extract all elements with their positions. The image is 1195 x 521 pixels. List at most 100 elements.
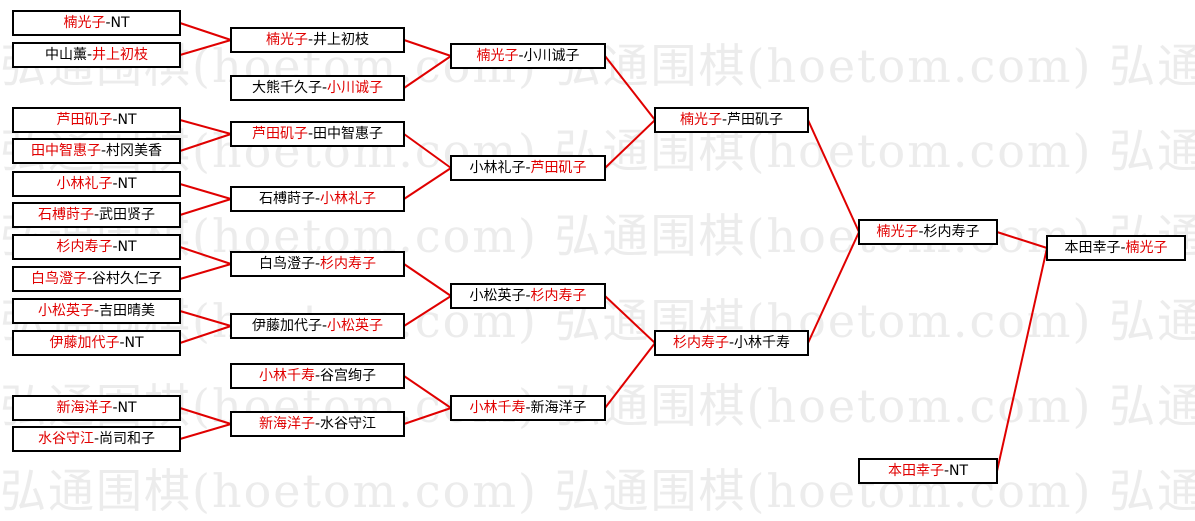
player-b: 吉田晴美 — [99, 303, 156, 319]
player-b: 小林千寿 — [734, 335, 791, 351]
player-b: 杉内寿子 — [320, 256, 377, 272]
match-separator: - — [525, 288, 531, 304]
match-separator: - — [307, 126, 314, 142]
player-a: 小林礼子 — [56, 176, 113, 192]
match-separator: - — [1120, 240, 1126, 256]
connector — [403, 263, 452, 297]
player-a: 新海洋子 — [56, 400, 113, 416]
player-a: 白鸟澄子 — [258, 256, 315, 272]
connector — [807, 119, 860, 233]
match-separator: - — [314, 191, 321, 207]
connector — [179, 119, 232, 135]
match-r4-1: 楠光子-芦田矶子 — [654, 107, 809, 133]
connector — [403, 167, 452, 200]
player-b: 谷宫绚子 — [320, 368, 377, 384]
match-r4-2: 杉内寿子-小林千寿 — [654, 330, 809, 356]
player-a: 大熊千久子 — [251, 80, 322, 96]
player-b: 芦田矶子 — [530, 160, 587, 176]
player-a: 小松英子 — [37, 303, 94, 319]
connector — [807, 231, 860, 344]
match-r3-2: 小林礼子-芦田矶子 — [450, 155, 606, 181]
match-separator: - — [93, 303, 100, 319]
connector — [179, 183, 232, 200]
player-a: 本田幸子 — [887, 463, 944, 479]
connector — [604, 119, 656, 169]
bracket-lines — [179, 22, 1048, 472]
player-b: NT — [117, 400, 137, 416]
player-b: 芦田矶子 — [727, 112, 784, 128]
match-r1-6: 石榑莳子-武田贤子 — [12, 202, 181, 228]
connector — [403, 39, 452, 57]
connector — [179, 198, 232, 216]
match-r2-3: 芦田矶子-田中智惠子 — [230, 121, 405, 147]
player-a: 小林千寿 — [469, 400, 526, 416]
player-b: NT — [110, 15, 130, 31]
connector — [179, 407, 232, 425]
player-b: 谷村久仁子 — [92, 271, 163, 287]
player-a: 田中智惠子 — [30, 143, 101, 159]
connector — [179, 246, 232, 265]
player-a: 本田幸子 — [1064, 240, 1121, 256]
match-r3-3: 小松英子-杉内寿子 — [450, 283, 606, 309]
match-separator: - — [100, 143, 107, 159]
player-a: 楠光子 — [63, 15, 106, 31]
match-separator: - — [86, 271, 93, 287]
connector — [604, 295, 656, 344]
match-separator: - — [93, 431, 100, 447]
connector — [403, 375, 452, 409]
match-separator: - — [525, 160, 531, 176]
match-r1-10: 伊藤加代子-NT — [12, 330, 181, 356]
player-a: 中山薰 — [44, 47, 87, 63]
connector — [996, 231, 1048, 249]
match-separator: - — [314, 256, 321, 272]
player-b: NT — [124, 335, 144, 351]
player-a: 小林礼子 — [469, 160, 526, 176]
connector — [403, 407, 452, 425]
match-r1-12: 水谷守江-尚司和子 — [12, 426, 181, 452]
match-separator: - — [943, 463, 950, 479]
connector — [179, 133, 232, 152]
match-r1-3: 芦田矶子-NT — [12, 107, 181, 133]
player-a: 小林千寿 — [258, 368, 315, 384]
match-r1-7: 杉内寿子-NT — [12, 234, 181, 260]
player-a: 芦田矶子 — [56, 112, 113, 128]
connector — [179, 22, 232, 41]
match-r2-4: 石榑莳子-小林礼子 — [230, 186, 405, 212]
player-b: 田中智惠子 — [313, 126, 384, 142]
match-separator: - — [721, 112, 728, 128]
player-a: 伊藤加代子 — [251, 318, 322, 334]
player-a: 楠光子 — [265, 32, 308, 48]
match-r1-2: 中山薰-井上初枝 — [12, 42, 181, 68]
match-r6-1: 本田幸子-楠光子 — [1046, 235, 1186, 261]
player-a: 杉内寿子 — [672, 335, 729, 351]
match-separator: - — [307, 32, 314, 48]
match-separator: - — [525, 400, 531, 416]
match-separator: - — [105, 15, 111, 31]
player-b: NT — [117, 176, 137, 192]
player-a: 伊藤加代子 — [49, 335, 120, 351]
player-a: 石榑莳子 — [258, 191, 315, 207]
player-b: 井上初枝 — [92, 47, 149, 63]
player-b: 小松英子 — [327, 318, 384, 334]
match-separator: - — [112, 112, 118, 128]
match-separator: - — [112, 400, 118, 416]
player-b: 水谷守江 — [320, 416, 377, 432]
match-r5-1: 楠光子-杉内寿子 — [858, 219, 998, 245]
player-b: 村冈美香 — [106, 143, 163, 159]
match-separator: - — [119, 335, 125, 351]
player-a: 楠光子 — [476, 48, 519, 64]
match-separator: - — [314, 368, 321, 384]
player-a: 水谷守江 — [37, 431, 94, 447]
match-r2-1: 楠光子-井上初枝 — [230, 27, 405, 53]
match-r1-1: 楠光子-NT — [12, 10, 181, 36]
player-a: 杉内寿子 — [56, 239, 113, 255]
match-r2-2: 大熊千久子-小川诚子 — [230, 75, 405, 101]
player-b: 小川诚子 — [523, 48, 580, 64]
player-b: 杉内寿子 — [530, 288, 587, 304]
player-b: 楠光子 — [1125, 240, 1168, 256]
match-r1-8: 白鸟澄子-谷村久仁子 — [12, 266, 181, 292]
player-a: 楠光子 — [876, 224, 919, 240]
match-separator: - — [112, 239, 118, 255]
match-separator: - — [321, 318, 328, 334]
connector — [604, 342, 656, 409]
